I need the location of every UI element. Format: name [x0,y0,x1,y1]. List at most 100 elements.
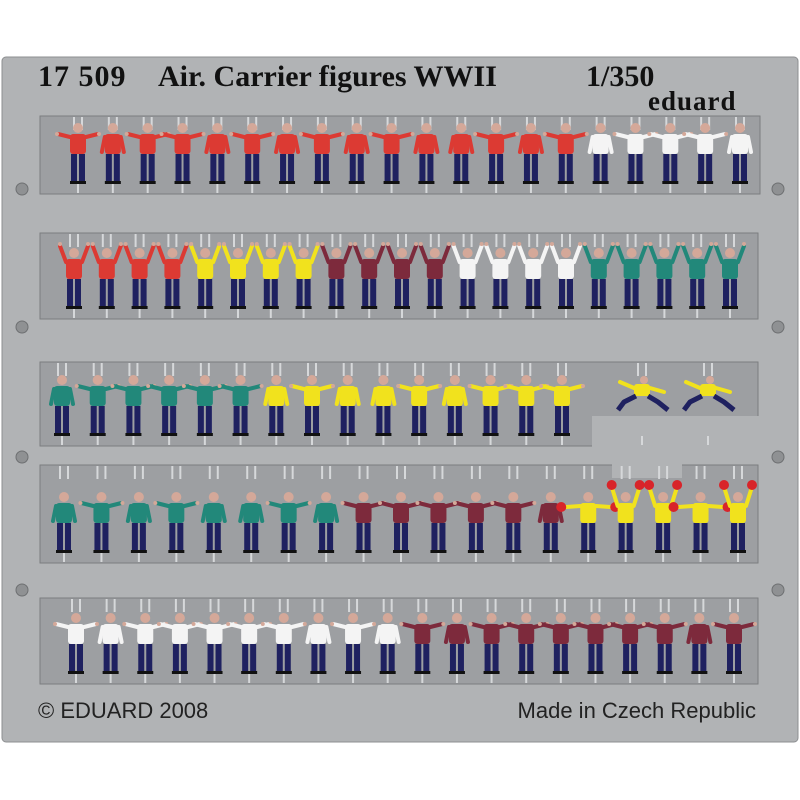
deck-crew-figure [668,466,733,562]
deck-crew-figure [58,234,90,318]
deck-crew-figure [110,363,157,445]
deck-crew-figure [386,234,418,318]
deck-crew-figure [305,599,332,683]
deck-crew-figure [156,234,189,318]
deck-crew-figure [222,234,254,318]
figure-strip-1 [39,115,761,195]
mounting-hole [15,450,29,464]
deck-crew-figure [74,363,121,445]
deck-crew-figure [682,363,736,445]
deck-crew-figure [641,599,688,683]
origin-text: Made in Czech Republic [517,698,756,723]
deck-crew-figure [607,599,654,683]
scale-label: 1/350 [586,60,655,93]
deck-crew-figure [53,599,99,683]
deck-crew-figure [473,117,520,193]
deck-crew-figure [287,234,320,318]
deck-crew-figure [368,117,415,193]
deck-crew-figure [682,117,729,193]
deck-crew-figure [217,363,264,445]
deck-crew-figure [418,234,451,318]
deck-crew-figure [99,117,126,193]
deck-crew-figure [686,599,713,683]
deck-crew-figure [396,363,443,445]
deck-crew-figure [582,234,615,318]
deck-crew-figure [229,117,276,193]
product-title: Air. Carrier figures WWII [158,60,497,93]
deck-crew-figure [490,466,537,562]
deck-crew-figure [313,466,340,562]
deck-crew-figure [55,117,101,193]
deck-crew-figure [727,117,753,193]
deck-crew-figure [51,466,77,562]
deck-crew-figure [572,599,619,683]
figure-strip-4 [39,464,759,564]
deck-crew-figure [254,234,287,318]
deck-crew-figure [714,234,746,318]
deck-crew-figure [204,117,231,193]
mounting-hole [771,583,785,597]
mounting-hole [771,182,785,196]
deck-crew-figure [451,234,484,318]
deck-crew-figure [681,234,714,318]
deck-crew-figure [124,117,171,193]
mounting-hole [771,450,785,464]
deck-crew-figure [153,466,200,562]
figure-strip-5 [39,597,759,685]
deck-crew-figure [265,466,312,562]
deck-crew-figure [78,466,125,562]
deck-crew-figure [320,234,353,318]
deck-crew-figure [539,363,585,445]
deck-crew-figure [711,599,757,683]
deck-crew-figure [413,117,440,193]
deck-crew-figure [448,117,475,193]
deck-crew-figure [517,117,544,193]
deck-crew-figure [550,234,582,318]
deck-crew-figure [340,466,387,562]
deck-crew-figure [298,117,345,193]
deck-crew-figure [353,234,386,318]
deck-crew-figure [123,234,156,318]
product-code: 17 509 [38,60,127,93]
figure-strips [39,115,761,685]
mounting-hole [15,583,29,597]
deck-crew-figure [517,234,550,318]
deck-crew-figure [200,466,227,562]
mounting-hole [15,182,29,196]
deck-crew-figure [484,234,517,318]
deck-crew-figure [616,363,670,445]
deck-crew-figure [274,117,301,193]
deck-crew-figure [260,599,307,683]
deck-crew-figure [125,466,152,562]
mounting-hole [771,320,785,334]
deck-crew-figure [159,117,206,193]
deck-crew-figure [537,466,564,562]
deck-crew-figure [263,363,290,445]
deck-crew-figure [556,466,621,562]
deck-crew-figure [615,234,648,318]
deck-crew-figure [415,466,462,562]
mounting-holes [15,182,785,597]
deck-crew-figure [719,466,757,562]
deck-crew-figure [238,466,265,562]
copyright-text: © EDUARD 2008 [38,698,209,723]
deck-crew-figure [468,599,515,683]
deck-crew-figure [146,363,193,445]
deck-crew-figure [452,466,499,562]
deck-crew-figure [441,363,468,445]
deck-crew-figure [542,117,589,193]
deck-crew-figure [374,599,401,683]
deck-crew-figure [443,599,470,683]
mounting-hole [15,320,29,334]
deck-crew-figure [330,599,377,683]
deck-crew-figure [189,234,222,318]
deck-crew-figure [587,117,614,193]
deck-crew-figure [343,117,370,193]
deck-crew-figure [97,599,124,683]
deck-crew-figure [90,234,123,318]
deck-crew-figure [49,363,75,445]
deck-crew-figure [289,363,335,445]
figure-strip-2 [39,232,759,320]
deck-crew-figure [606,466,645,562]
